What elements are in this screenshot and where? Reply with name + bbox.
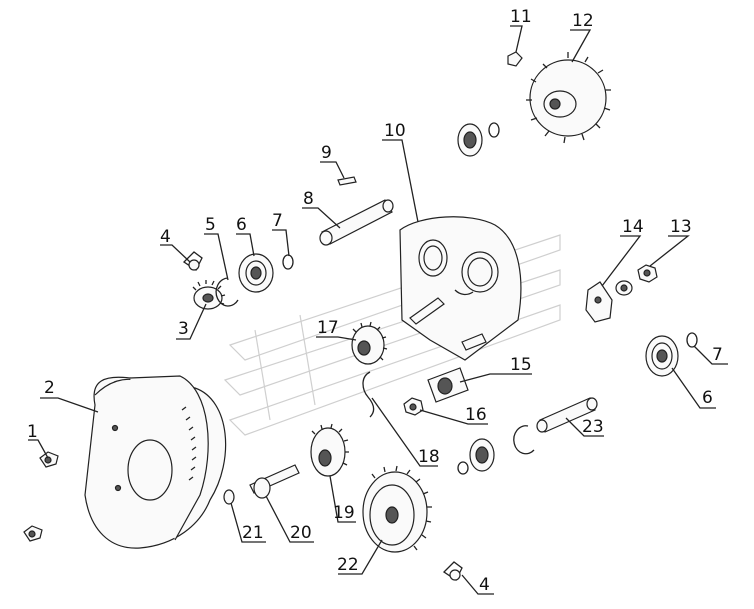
callout-label-5: 5 — [205, 215, 216, 235]
callout-6-right: 6 — [671, 367, 716, 409]
callout-7-right: 7 — [693, 345, 728, 365]
callout-label-20: 20 — [290, 523, 312, 543]
part-2-housing-cover — [84, 375, 227, 549]
part-3-pinion-gear — [192, 280, 226, 310]
callout-label-6-left: 6 — [236, 215, 247, 235]
wing-nut-lower — [23, 525, 43, 542]
callout-label-23: 23 — [582, 417, 604, 437]
callout-label-7-right: 7 — [712, 345, 723, 365]
callout-label-18: 18 — [418, 447, 440, 467]
callout-label-15: 15 — [510, 355, 532, 375]
callout-4-top: 4 — [160, 227, 191, 263]
part-17-gear — [351, 321, 388, 365]
part-6-bearing-right — [645, 335, 679, 377]
part-21-bushing — [223, 489, 235, 505]
callout-label-14: 14 — [622, 217, 644, 237]
callout-2: 2 — [40, 378, 99, 413]
callout-label-13: 13 — [670, 217, 692, 237]
part-5-snap-ring — [215, 277, 239, 307]
callout-6-left: 6 — [236, 215, 255, 257]
callout-label-1: 1 — [27, 422, 38, 442]
washer-nut — [615, 280, 633, 296]
callout-label-22: 22 — [337, 555, 359, 575]
callout-4-bottom: 4 — [461, 574, 494, 595]
callout-label-9: 9 — [321, 143, 332, 163]
part-11-grease-nipple — [507, 51, 523, 67]
callout-9: 9 — [320, 143, 345, 179]
callout-label-2: 2 — [44, 378, 55, 398]
upper-bearing — [457, 122, 500, 157]
callout-18: 18 — [371, 397, 440, 467]
callout-10: 10 — [382, 121, 419, 223]
callout-11: 11 — [510, 7, 532, 53]
callout-label-7-left: 7 — [272, 211, 283, 231]
callout-16: 16 — [419, 405, 488, 425]
callout-label-17: 17 — [317, 318, 339, 338]
callout-label-21: 21 — [242, 523, 264, 543]
callout-label-4-bottom: 4 — [479, 575, 490, 595]
part-14-bracket — [585, 281, 613, 323]
lower-bearing — [457, 425, 535, 475]
part-6-bearing-left — [238, 253, 274, 293]
callout-17: 17 — [316, 318, 357, 341]
part-4-clevis-pin-top — [182, 251, 203, 271]
callout-23: 23 — [565, 417, 604, 437]
callout-label-10: 10 — [384, 121, 406, 141]
callout-label-3: 3 — [178, 319, 189, 339]
callout-15: 15 — [459, 355, 532, 383]
callout-label-8: 8 — [303, 189, 314, 209]
part-19-gear — [310, 423, 349, 477]
part-22-large-gear — [362, 465, 432, 553]
part-16-nut — [403, 397, 424, 416]
part-13-hex-nut — [637, 264, 658, 283]
part-10-bracket-plate — [399, 216, 522, 361]
callout-7-left: 7 — [272, 211, 290, 257]
part-18-spring-clip — [362, 371, 375, 418]
callout-label-19: 19 — [333, 503, 355, 523]
callout-label-4-top: 4 — [160, 227, 171, 247]
part-20-shaft — [249, 464, 300, 499]
part-15-plate — [427, 367, 469, 403]
callout-12: 12 — [570, 11, 594, 63]
callout-21: 21 — [230, 502, 266, 543]
callout-20: 20 — [265, 495, 314, 543]
callout-1: 1 — [27, 422, 49, 459]
part-1-wing-nut — [39, 451, 59, 468]
part-9-key — [337, 176, 357, 186]
callout-19: 19 — [329, 475, 356, 523]
callout-13: 13 — [649, 217, 692, 267]
part-8-shaft — [319, 199, 394, 246]
part-7-circlip-left — [282, 254, 294, 270]
callout-8: 8 — [302, 189, 341, 229]
part-23-shaft — [536, 397, 598, 433]
part-4-clevis-pin-bottom — [442, 561, 463, 581]
callout-14: 14 — [601, 217, 644, 287]
callout-label-16: 16 — [465, 405, 487, 425]
callout-5: 5 — [204, 215, 229, 281]
callout-3: 3 — [176, 303, 207, 340]
callout-22: 22 — [337, 539, 383, 575]
callout-label-12: 12 — [572, 11, 594, 31]
callout-label-6-right: 6 — [702, 388, 713, 408]
part-12-sprocket — [526, 52, 611, 144]
part-7-circlip-right — [686, 332, 698, 348]
callout-label-11: 11 — [510, 7, 532, 27]
